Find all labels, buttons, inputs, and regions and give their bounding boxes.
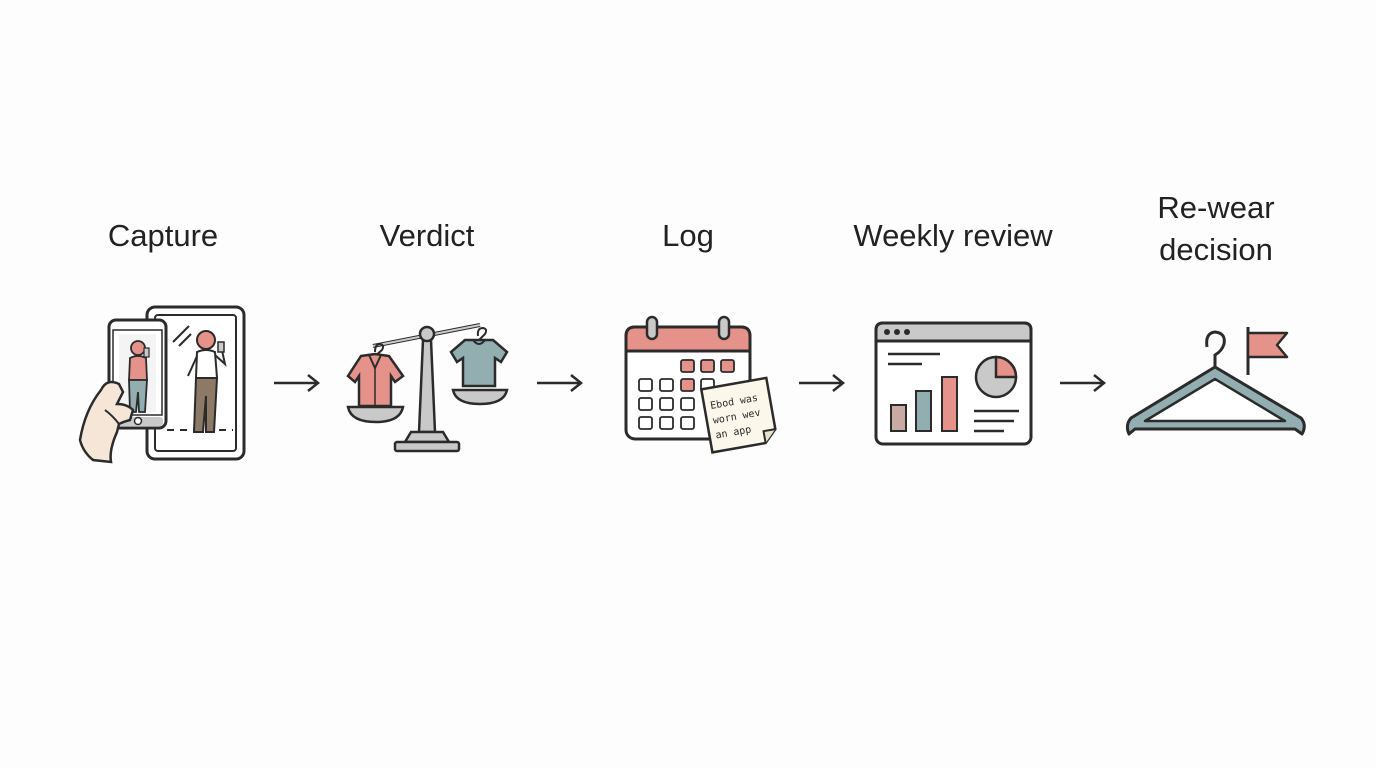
dashboard-chart-icon bbox=[874, 321, 1034, 447]
step-label-rewear-decision: Re-wear decision bbox=[1116, 187, 1316, 271]
step-label-rewear-line-2: decision bbox=[1159, 232, 1273, 267]
arrow-right-icon bbox=[272, 373, 322, 393]
calendar-note-icon: Ebod was worn wev an app bbox=[622, 313, 782, 458]
sticky-note: Ebod was worn wev an app bbox=[699, 376, 777, 454]
balance-scale-icon bbox=[345, 320, 515, 455]
hanger-flag-icon bbox=[1125, 325, 1310, 440]
arrow-right-icon bbox=[535, 373, 585, 393]
arrow-right-icon bbox=[1058, 373, 1108, 393]
step-label-rewear-line-1: Re-wear bbox=[1157, 190, 1275, 225]
step-label-verdict: Verdict bbox=[379, 218, 475, 253]
step-label-weekly-review: Weekly review bbox=[853, 218, 1053, 253]
step-label-capture: Capture bbox=[107, 218, 219, 253]
phone-mirror-selfie-icon bbox=[75, 300, 250, 470]
step-label-log: Log bbox=[662, 218, 714, 253]
arrow-right-icon bbox=[797, 373, 847, 393]
